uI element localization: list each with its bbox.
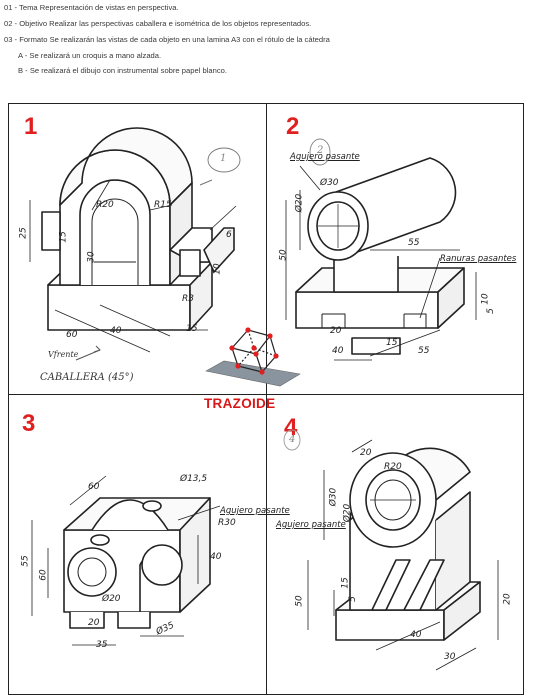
dimension-label: Ø30 [328,487,339,507]
dimension-label: 60 [38,569,49,581]
dimension-label: Ø20 [102,594,121,604]
panel-2-number: 2 [286,113,300,140]
dimension-label: R3 [182,294,194,304]
dimension-label: 40 [410,630,422,640]
dimension-label: 60 [66,330,78,340]
trazoide-watermark: TRAZOIDE [204,396,276,411]
dimension-label: Agujero pasante [290,152,360,162]
dimension-label: 15 [58,231,69,243]
dimensions-3 [31,475,221,646]
handwritten-number: 4 [289,434,296,445]
dimension-label: 20 [88,618,100,628]
dimension-label: 15 [386,338,398,348]
handwritten-circle-4 [283,429,301,451]
drawing-4-pillar-support [335,447,481,641]
dimension-label: Agujero pasante [276,520,346,530]
dimension-label: 30 [444,652,456,662]
dimension-label: 40 [332,346,344,356]
dimension-label: 10 [480,293,491,305]
dimension-label: 30 [86,251,97,263]
dimension-label: 40 [110,326,122,336]
drawing-1-arch-block [41,127,235,331]
dimension-label: 20 [502,593,513,605]
dimension-label: 35 [96,640,108,650]
panel-3-number: 3 [22,410,36,437]
dimensions-2 [285,165,477,361]
handwritten-number: 2 [317,145,324,156]
dimension-label: Ranuras pasantes [440,254,517,264]
handwritten-note: CABALLERA (45°) [40,372,134,383]
dimension-label: 10 [212,263,223,275]
drawing-3-block-arch [63,497,211,629]
dimensions-4 [307,439,499,671]
handwritten-note: Vfrente [48,350,79,359]
dimension-label: Ø13,5 [180,474,208,484]
dimension-label: 15 [340,577,351,589]
dimension-label: 5 [347,596,358,602]
panel-1-number: 1 [24,113,38,140]
instruction-line-3: 03 - Formato Se realizarán las vistas de… [4,35,330,44]
dimension-label: Ø30 [320,178,339,188]
instruction-line-1: 01 - Tema Representación de vistas en pe… [4,3,179,12]
dimension-label: 5 [485,308,496,314]
dimension-label: R20 [384,462,402,472]
panel-4-number: 4 [284,414,298,441]
handwritten-circle-2 [309,138,331,166]
drawing-2-cylinder-support [295,157,465,355]
dimension-label: 55 [20,555,31,567]
vertical-divider [266,103,268,695]
dimension-label: R15 [154,200,172,210]
dimension-label: 25 [18,227,29,239]
dimension-label: 55 [408,238,420,248]
dimension-label: Agujero pasante [220,506,290,516]
dimension-label: Ø20 [294,193,305,213]
horizontal-divider [8,394,524,396]
dimensions-1 [29,179,237,353]
dimension-label: 60 [88,482,100,492]
dimension-label: R20 [96,200,114,210]
dimension-label: 20 [360,448,372,458]
dimension-label: 40 [210,552,222,562]
trazoide-logo-icon [205,327,301,387]
handwritten-circle-1 [207,147,241,173]
dimension-label: 6 [226,230,232,240]
instruction-line-2: 02 - Objetivo Realizar las perspectivas … [4,19,312,28]
dimension-label: 20 [330,326,342,336]
dimension-label: 50 [294,595,305,607]
instruction-line-3a: A - Se realizará un croquis a mano alzad… [18,51,162,60]
dimension-label: 50 [278,249,289,261]
instruction-line-3b: B - Se realizará el dibujo con instrumen… [18,66,227,75]
dimension-label: 15 [186,324,198,334]
handwritten-number: 1 [220,153,227,164]
dimension-label: R30 [218,518,236,528]
dimension-label: 55 [418,346,430,356]
